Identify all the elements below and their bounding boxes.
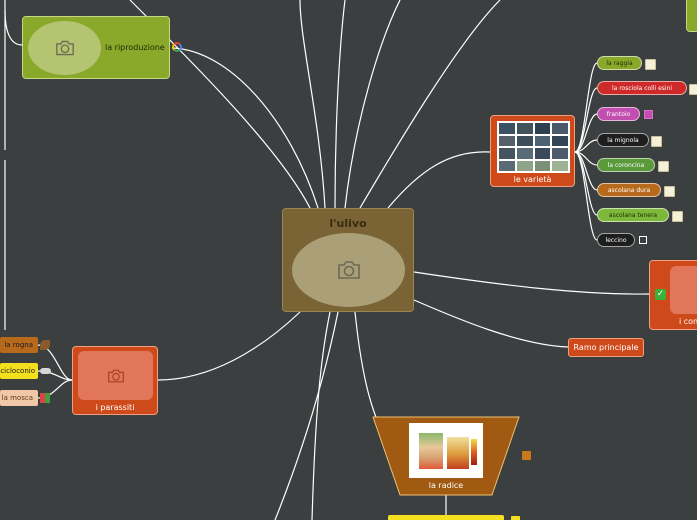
root-photo-placeholder (292, 233, 405, 307)
checkmark-icon: ✓ (655, 289, 666, 300)
node-riproduzione[interactable]: la riproduzione (22, 16, 170, 79)
variety-ascolana-tenera[interactable]: ascolana tenera (597, 208, 669, 222)
parassiti-photo-placeholder (78, 351, 153, 400)
node-top-right[interactable] (686, 0, 697, 32)
radice-label: la radice (428, 481, 464, 490)
parasite-la-rogna[interactable]: la rogna (0, 337, 38, 353)
varieta-image (497, 121, 570, 173)
parasite-cicloconio[interactable]: cicloconio (0, 363, 38, 379)
bug-icon (40, 340, 50, 350)
riproduzione-photo-placeholder (28, 21, 101, 75)
note-icon[interactable] (689, 84, 697, 95)
variety-la-mignola[interactable]: la mignola (597, 133, 649, 147)
node-bottom-yellow[interactable] (388, 515, 504, 520)
camera-icon (107, 369, 124, 382)
note-list-icon[interactable] (522, 451, 531, 460)
external-link-icon[interactable] (639, 236, 647, 244)
con-label: i con (679, 317, 697, 326)
node-parassiti[interactable]: i parassiti (72, 346, 158, 415)
variety-leccino[interactable]: leccino (597, 233, 635, 247)
note-icon[interactable] (645, 59, 656, 70)
node-ramo-principale[interactable]: Ramo principale (568, 338, 644, 357)
note-icon[interactable] (672, 211, 683, 222)
con-photo-placeholder (670, 266, 697, 314)
node-varieta[interactable]: le varietà (490, 115, 575, 187)
google-icon[interactable] (172, 42, 182, 52)
variety-ascolana-dura[interactable]: ascolana dura (597, 183, 661, 197)
variety-frantoio[interactable]: frantoio (597, 107, 640, 121)
note-icon[interactable] (664, 186, 675, 197)
external-link-icon[interactable] (644, 110, 653, 119)
note-icon-bottom[interactable] (511, 516, 520, 520)
variety-la-coroncina[interactable]: la coroncina (597, 158, 655, 172)
variety-la-raggia[interactable]: la raggia (597, 56, 642, 70)
root-title: l'ulivo (329, 217, 367, 230)
note-icon[interactable] (658, 161, 669, 172)
root-node[interactable]: l'ulivo (282, 208, 414, 312)
note-icon[interactable] (651, 136, 662, 147)
parassiti-label: i parassiti (95, 403, 135, 412)
cloud-icon (40, 368, 51, 374)
parasite-la-mosca[interactable]: la mosca (0, 390, 38, 406)
camera-icon (55, 40, 74, 56)
radice-image (409, 423, 483, 478)
varieta-label: le varietà (513, 175, 552, 184)
variety-rosciola[interactable]: la rosciola colli esini (597, 81, 687, 95)
ramo-label: Ramo principale (573, 343, 639, 352)
camera-icon (337, 261, 360, 279)
riproduzione-label: la riproduzione (105, 43, 165, 52)
grid-icon (40, 393, 50, 403)
